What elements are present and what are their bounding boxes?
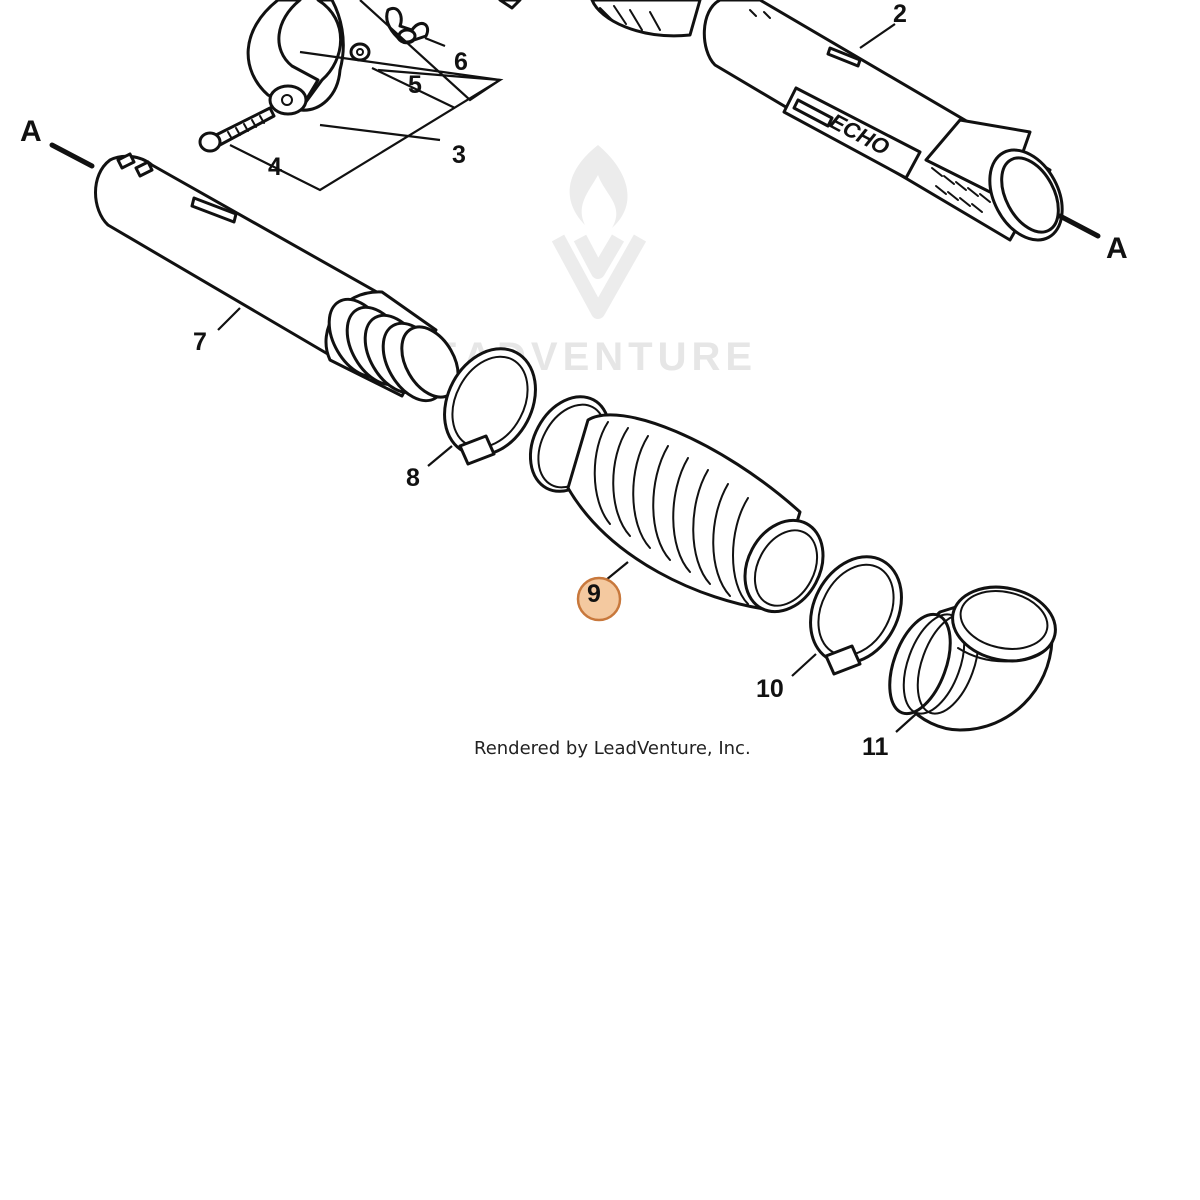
wing-nut[interactable] [385,7,429,45]
callout-10[interactable]: 10 [756,675,784,703]
upper-pipe-fragment [498,0,702,38]
callout-9[interactable]: 9 [587,580,601,608]
callout-8[interactable]: 8 [406,464,420,492]
flexible-hose[interactable] [515,383,839,625]
pipe-clamp-bracket[interactable] [246,0,345,116]
callout-5[interactable]: 5 [408,71,422,99]
callout-9-highlight[interactable] [576,576,622,622]
hose-clamp-upper[interactable] [427,333,554,471]
callout-4[interactable]: 4 [268,153,282,181]
main-blower-pipe[interactable] [94,152,470,411]
hose-clamp-lower[interactable] [793,541,920,679]
callout-2[interactable]: 2 [893,0,907,28]
reference-a-right: A [1106,232,1128,265]
reference-a-left: A [20,115,42,148]
reference-lines [49,142,1101,239]
callout-3[interactable]: 3 [452,141,466,169]
callout-6[interactable]: 6 [454,48,468,76]
washer[interactable] [349,42,371,62]
upper-blower-pipe[interactable]: ECHO [702,0,1076,252]
callout-11[interactable]: 11 [862,733,889,761]
elbow-pipe[interactable] [878,578,1063,732]
watermark: LEADVENTURE [402,145,752,379]
callout-7[interactable]: 7 [193,328,207,356]
render-credit: Rendered by LeadVenture, Inc. [474,738,751,759]
bolt[interactable] [198,106,276,153]
leader-lines [217,0,917,733]
flame-icon [569,145,628,228]
chevron-logo-icon [551,234,647,319]
